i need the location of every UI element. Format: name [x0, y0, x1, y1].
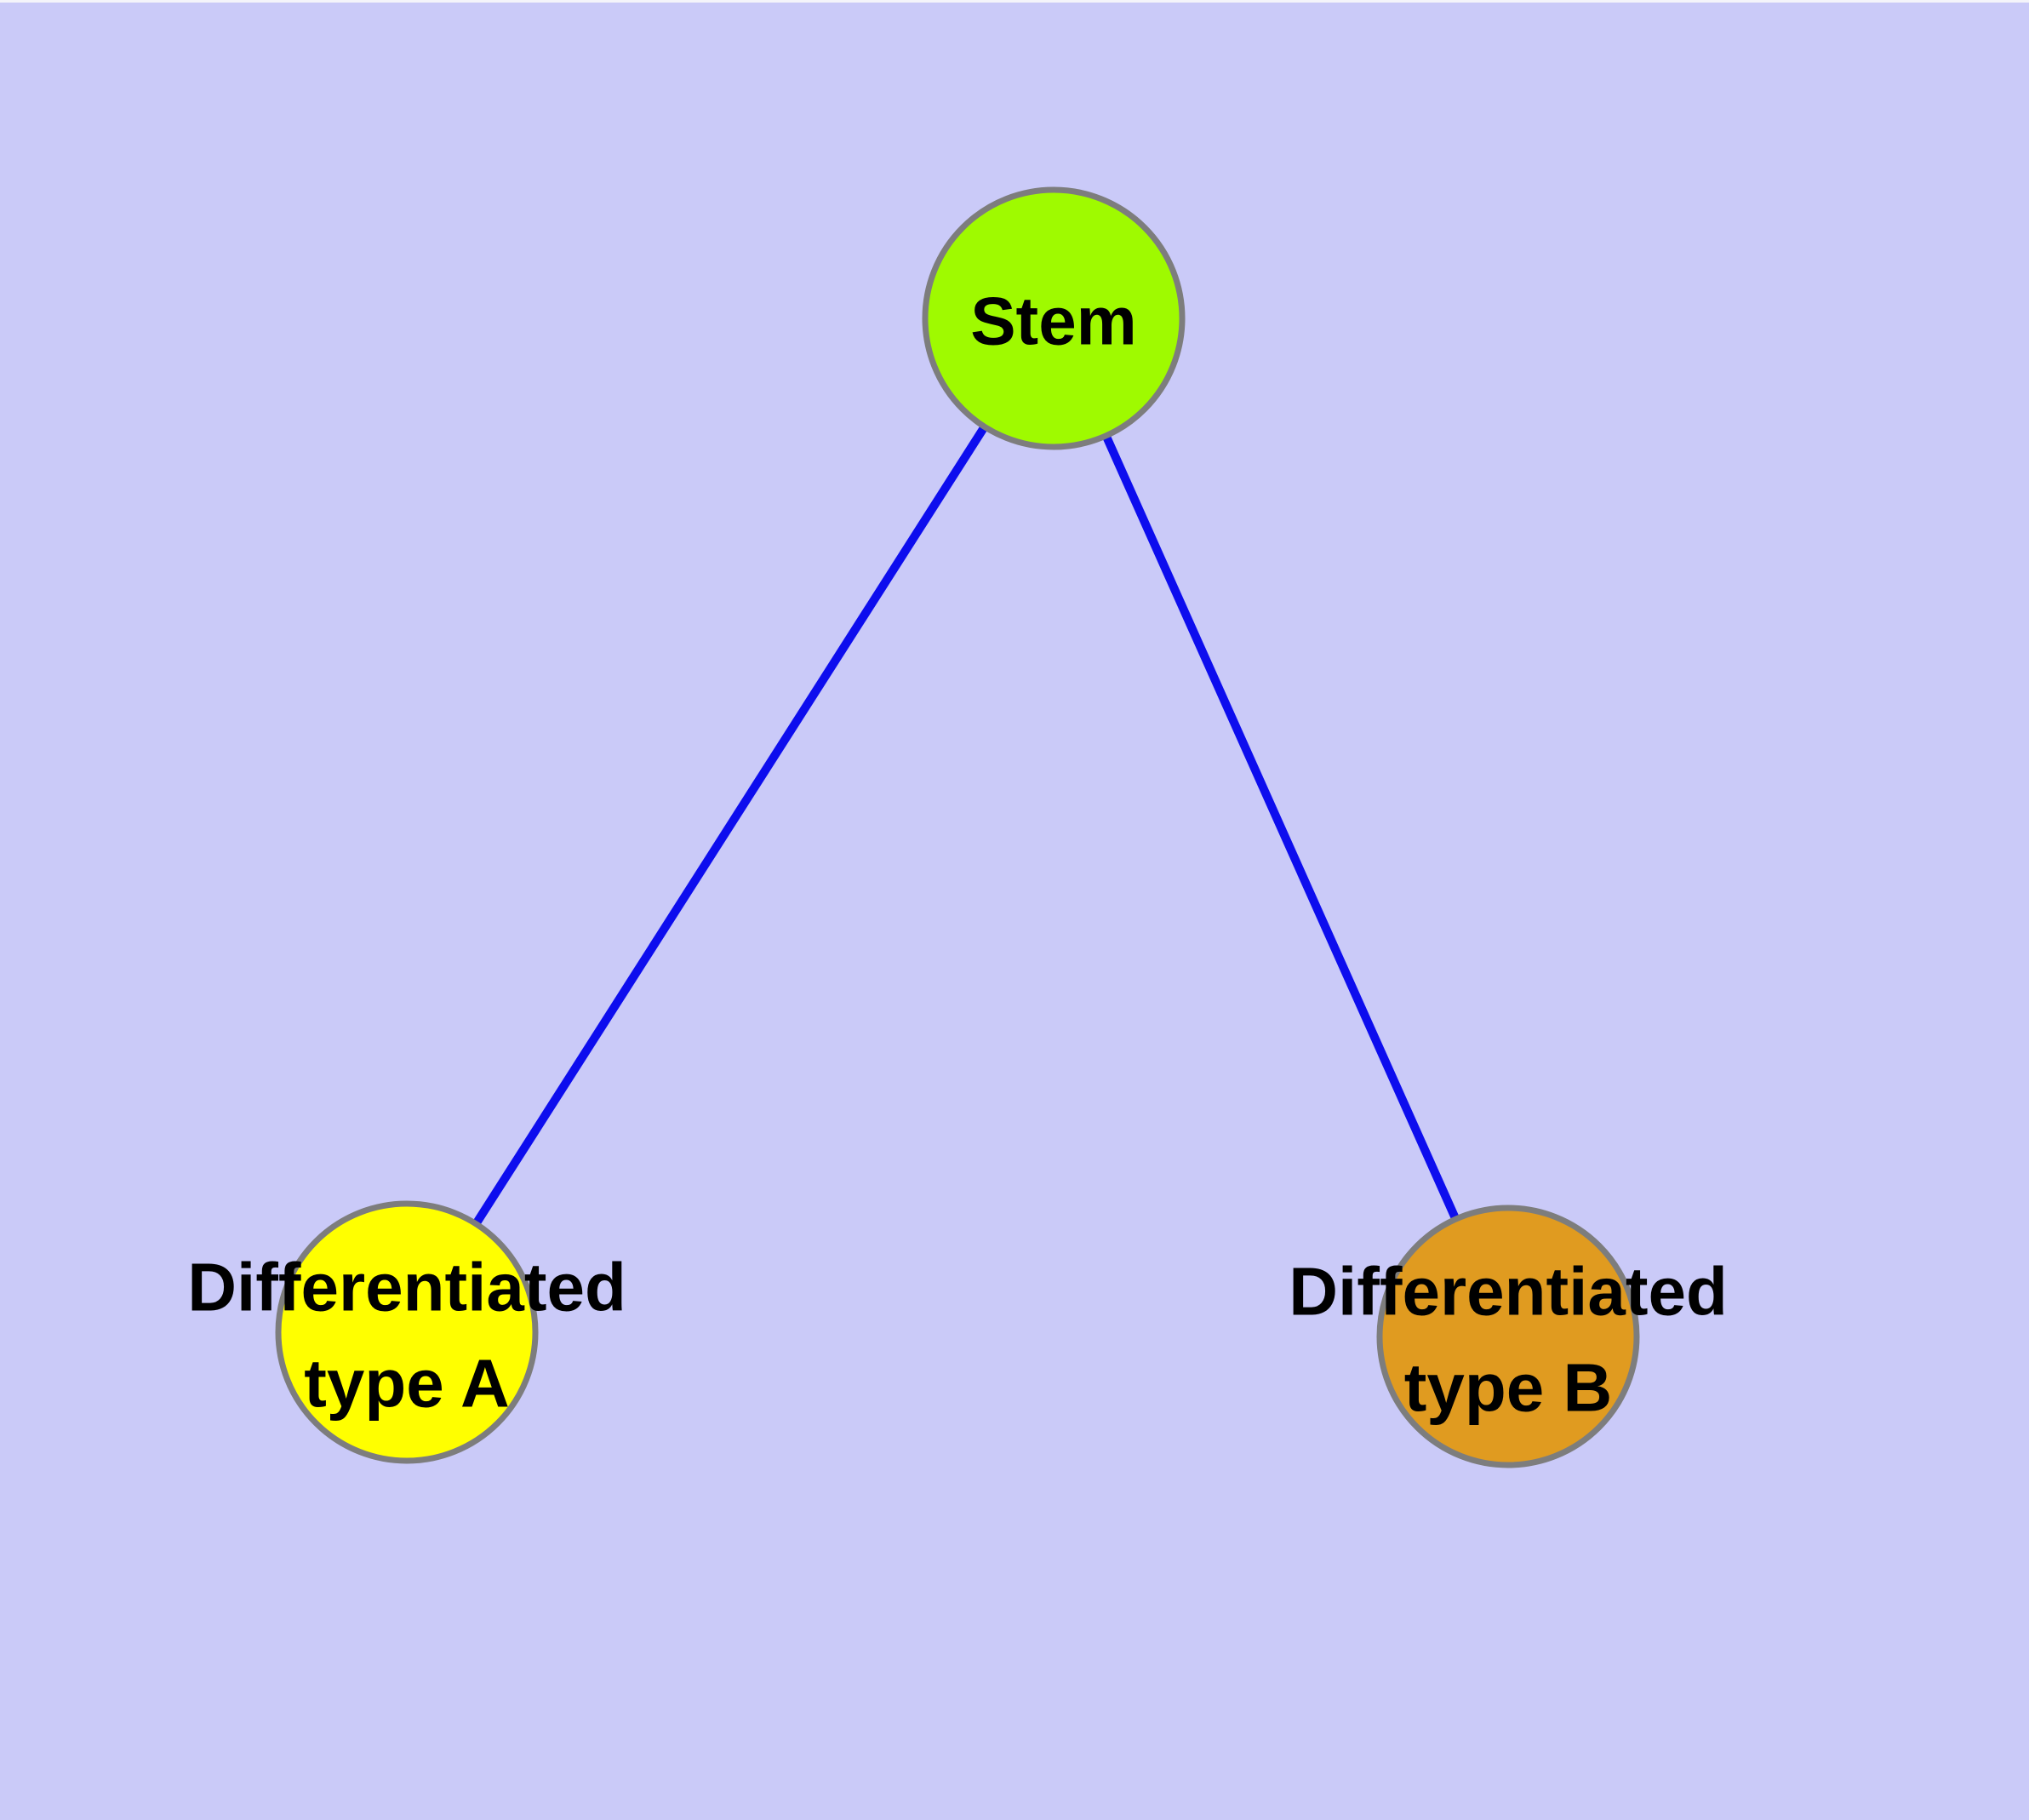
- node-differentiated-type-b-label-line1: Differentiated: [1289, 1254, 1728, 1330]
- node-differentiated-type-b: Differentiated type B: [1289, 1205, 1728, 1468]
- node-differentiated-type-a: Differentiated type A: [187, 1200, 626, 1464]
- node-differentiated-type-a-circle: [275, 1200, 539, 1464]
- node-differentiated-type-a-label-line1: Differentiated: [187, 1250, 626, 1325]
- node-differentiated-type-b-label-line2: type B: [1404, 1350, 1613, 1426]
- edge-stem-to-type-b: [1049, 316, 1512, 1339]
- node-differentiated-type-a-label-line2: type A: [304, 1346, 510, 1422]
- node-stem: Stem: [922, 186, 1186, 450]
- node-differentiated-type-b-circle: [1376, 1205, 1640, 1468]
- node-stem-circle: [922, 186, 1186, 450]
- edge-stem-to-type-a: [403, 316, 1058, 1335]
- node-stem-label: Stem: [970, 283, 1137, 359]
